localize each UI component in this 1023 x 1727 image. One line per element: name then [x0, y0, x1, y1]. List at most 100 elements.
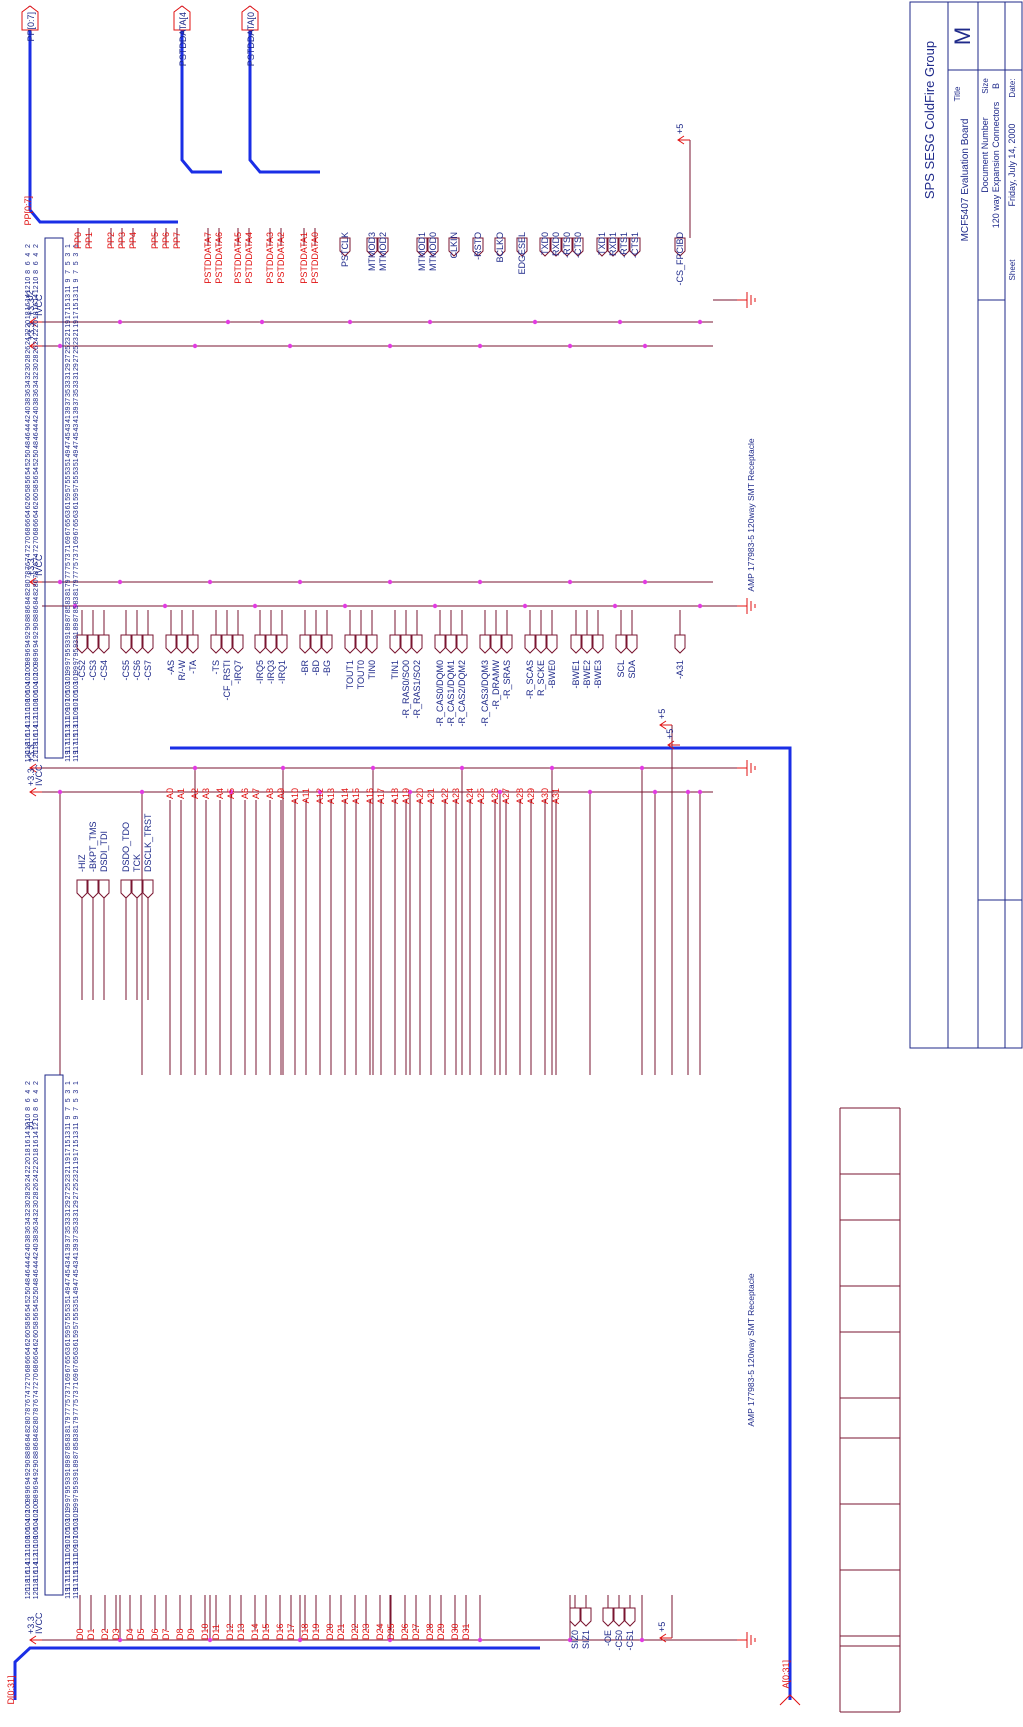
pin-number: 49 — [65, 450, 72, 458]
port-flag — [456, 634, 468, 654]
pin-number: 3 — [73, 1090, 80, 1094]
pin-number: 8 — [33, 270, 40, 274]
pin-number: 58 — [33, 1321, 40, 1329]
pin-number: 4 — [33, 253, 40, 257]
title-block: SPS SESG ColdFire Group M Title MCF5407 … — [909, 1, 1023, 1049]
pin-number: 20 — [25, 320, 32, 328]
pin-number: 83 — [73, 597, 80, 605]
pin-number: 120 — [25, 750, 32, 762]
power-label: +3.3 — [26, 744, 36, 762]
pin-number: 89 — [65, 623, 72, 631]
data-label: D22 — [350, 1623, 360, 1640]
pin-number: 11 — [73, 1123, 80, 1130]
pin-number: 21 — [65, 329, 72, 337]
pin-number: 22 — [33, 329, 40, 337]
pin-number: 19 — [73, 1157, 80, 1165]
port-flag — [615, 634, 627, 654]
pin-number: 9 — [65, 1116, 72, 1120]
port-flag — [434, 634, 446, 654]
pin-number: 9 — [65, 279, 72, 283]
pin-number: 34 — [33, 380, 40, 388]
port-flag — [276, 634, 288, 654]
pin-number: 6 — [33, 261, 40, 265]
date-field: Friday, July 14, 2000 — [1007, 124, 1017, 207]
pin-number: 22 — [25, 1166, 32, 1174]
port-flag — [570, 634, 582, 654]
pin-number: 68 — [25, 527, 32, 535]
port-label: PSTCLK — [340, 232, 350, 267]
pin-number: 75 — [65, 562, 72, 570]
power-arrow-icon — [29, 577, 42, 587]
pin-number: 61 — [65, 1339, 72, 1347]
pin-number: 90 — [25, 623, 32, 631]
pin-number: 14 — [33, 294, 40, 302]
address-label: A13 — [326, 788, 336, 804]
pin-number: 47 — [65, 1278, 72, 1286]
pin-number: 41 — [73, 1252, 80, 1260]
pin-number: 105 — [73, 1527, 80, 1539]
pin-number: 18 — [25, 311, 32, 319]
pin-number: 8 — [33, 1107, 40, 1111]
pin-number: 108 — [25, 1536, 32, 1548]
pin-number: 115 — [73, 1570, 80, 1581]
pin-number: 12 — [25, 1122, 32, 1130]
pin-number: 29 — [73, 363, 80, 371]
pin-number: 72 — [25, 1382, 32, 1390]
pin-number: 20 — [33, 1157, 40, 1165]
pin-number: 20 — [33, 320, 40, 328]
junction-dot — [432, 603, 438, 609]
address-label: A10 — [290, 788, 300, 804]
pin-number: 6 — [33, 1098, 40, 1102]
port-label: SIZ1 — [581, 1630, 591, 1649]
pin-number: 13 — [65, 294, 72, 302]
pin-number: 104 — [25, 681, 32, 693]
pin-number: 79 — [65, 1416, 72, 1424]
pin-number: 95 — [65, 1486, 72, 1494]
junction-dot — [587, 789, 593, 795]
pin-number: 2 — [33, 244, 40, 248]
data-label: D26 — [400, 1623, 410, 1640]
port-flag — [607, 237, 619, 257]
pin-number: 66 — [33, 1356, 40, 1364]
pin-number: 60 — [25, 1330, 32, 1338]
junction-dot — [639, 765, 645, 771]
pin-number: 100 — [25, 1501, 32, 1513]
power-arrow-icon — [659, 720, 672, 730]
power-label: +5 — [657, 709, 667, 719]
pin-number: 78 — [33, 571, 40, 579]
port-label: TIN1 — [390, 660, 400, 680]
pin-number: 53 — [65, 467, 72, 475]
pin-number: 55 — [73, 1313, 80, 1321]
pin-number: 118 — [25, 742, 32, 753]
port-flag — [618, 237, 630, 257]
port-label: -CS6 — [132, 660, 142, 681]
address-label: A8 — [265, 788, 275, 799]
port-flag — [400, 634, 412, 654]
pin-number: 24 — [33, 337, 40, 345]
pin-number: 80 — [25, 1416, 32, 1424]
pin-number: 23 — [73, 1174, 80, 1182]
net-label: PSTDDATA2 — [276, 232, 286, 284]
port-flag — [131, 634, 143, 654]
pin-number: 13 — [73, 1131, 80, 1139]
pin-number: 117 — [73, 1579, 80, 1590]
pin-number: 59 — [73, 1330, 80, 1338]
pin-number: 62 — [25, 1339, 32, 1347]
junction-dot — [117, 1637, 123, 1643]
port-label: -CS4 — [99, 660, 109, 681]
size-field-label: Size — [981, 78, 990, 94]
pin-number: 103 — [73, 1518, 80, 1530]
pin-number: 46 — [25, 432, 32, 440]
pin-number: 76 — [33, 1399, 40, 1407]
pin-number: 27 — [73, 1191, 80, 1199]
port-flag — [592, 634, 604, 654]
pin-number: 91 — [73, 1468, 80, 1476]
pin-number: 93 — [73, 640, 80, 648]
pin-number: 75 — [73, 562, 80, 570]
pin-number: 42 — [33, 1252, 40, 1260]
junction-dot — [697, 789, 703, 795]
port-label: -BWE2 — [582, 660, 592, 689]
address-label: A28 — [515, 788, 525, 804]
pin-number: 51 — [73, 1295, 80, 1303]
pin-number: 75 — [73, 1399, 80, 1407]
